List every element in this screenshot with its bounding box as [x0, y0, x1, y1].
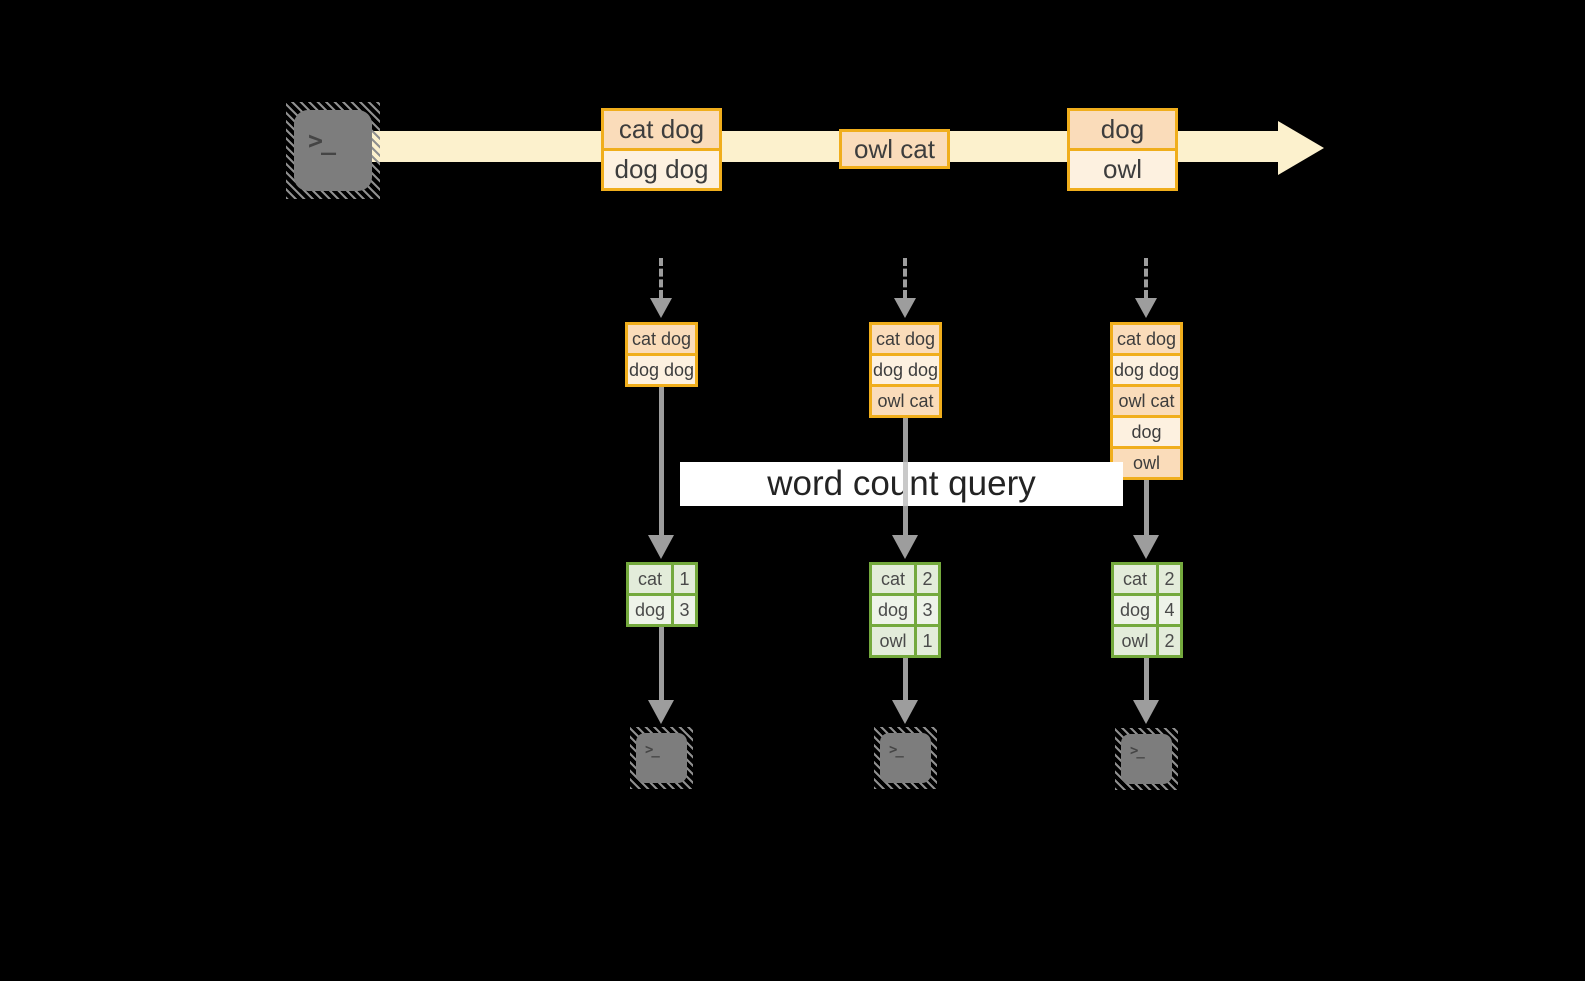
count-cell: 2: [1156, 627, 1180, 655]
word-cell: cat: [1114, 565, 1156, 593]
terminal-output-icon-2: >_: [874, 727, 937, 789]
batch-row: dog dog: [872, 353, 939, 384]
batch-row: owl cat: [1113, 384, 1180, 415]
terminal-output-icon-1: >_: [630, 727, 693, 789]
arrowhead-icon: [1135, 298, 1157, 318]
prompt-glyph: >_: [1130, 743, 1145, 759]
arrowhead-icon: [648, 535, 674, 559]
stream-event-box-3: dog owl: [1067, 108, 1178, 191]
query-label: word count query: [767, 464, 1036, 503]
terminal-screen: >_: [636, 733, 687, 783]
table-row: cat 2: [1114, 565, 1180, 593]
terminal-source-icon: >_: [286, 102, 380, 199]
count-cell: 2: [914, 565, 938, 593]
arrowhead-icon: [650, 298, 672, 318]
count-table-3: cat 2 dog 4 owl 2: [1111, 562, 1183, 658]
arrowhead-icon: [892, 700, 918, 724]
connector-line: [659, 387, 664, 535]
prompt-glyph: >_: [308, 126, 336, 155]
count-cell: 3: [914, 596, 938, 624]
count-cell: 4: [1156, 596, 1180, 624]
stream-arrowhead-icon: [1278, 121, 1324, 175]
stream-event-box-2: owl cat: [839, 129, 950, 169]
count-cell: 1: [671, 565, 695, 593]
table-row: dog 3: [629, 593, 695, 624]
dashed-down-arrow-icon: [1135, 258, 1157, 318]
stream-event: cat dog: [604, 111, 719, 148]
word-cell: dog: [629, 596, 671, 624]
terminal-screen: >_: [1121, 734, 1172, 784]
batch-row: owl: [1113, 446, 1180, 477]
connector-line: [659, 627, 664, 700]
word-cell: cat: [629, 565, 671, 593]
table-row: cat 2: [872, 565, 938, 593]
micro-batch-stack-3: cat dog dog dog owl cat dog owl: [1110, 322, 1183, 480]
arrowhead-icon: [894, 298, 916, 318]
connector-line: [1144, 658, 1149, 700]
connector-line: [903, 658, 908, 700]
table-row: dog 3: [872, 593, 938, 624]
count-cell: 1: [914, 627, 938, 655]
count-cell: 3: [671, 596, 695, 624]
arrowhead-icon: [648, 700, 674, 724]
batch-row: owl cat: [872, 384, 939, 415]
table-row: dog 4: [1114, 593, 1180, 624]
arrowhead-icon: [892, 535, 918, 559]
prompt-glyph: >_: [889, 742, 904, 758]
terminal-output-icon-3: >_: [1115, 728, 1178, 790]
count-table-2: cat 2 dog 3 owl 1: [869, 562, 941, 658]
dashed-line: [903, 258, 907, 298]
micro-batch-stack-2: cat dog dog dog owl cat: [869, 322, 942, 418]
terminal-screen: >_: [880, 733, 931, 783]
batch-row: dog dog: [1113, 353, 1180, 384]
connector-line-through-label: [903, 462, 908, 506]
arrowhead-icon: [1133, 535, 1159, 559]
word-cell: dog: [1114, 596, 1156, 624]
terminal-screen: >_: [294, 110, 372, 191]
stream-event: owl: [1070, 148, 1175, 188]
micro-batch-stack-1: cat dog dog dog: [625, 322, 698, 387]
table-row: owl 1: [872, 624, 938, 655]
batch-row: cat dog: [872, 325, 939, 353]
word-cell: dog: [872, 596, 914, 624]
count-cell: 2: [1156, 565, 1180, 593]
arrowhead-icon: [1133, 700, 1159, 724]
dashed-down-arrow-icon: [650, 258, 672, 318]
batch-row: cat dog: [628, 325, 695, 353]
dashed-line: [659, 258, 663, 298]
prompt-glyph: >_: [645, 742, 660, 758]
stream-event: dog dog: [604, 148, 719, 188]
table-row: cat 1: [629, 565, 695, 593]
query-label-box: word count query: [680, 462, 1123, 506]
dashed-down-arrow-icon: [894, 258, 916, 318]
dashed-line: [1144, 258, 1148, 298]
word-cell: cat: [872, 565, 914, 593]
stream-event-box-1: cat dog dog dog: [601, 108, 722, 191]
batch-row: dog: [1113, 415, 1180, 446]
stream-event: dog: [1070, 111, 1175, 148]
batch-row: cat dog: [1113, 325, 1180, 353]
connector-line: [1144, 480, 1149, 535]
stream-event: owl cat: [842, 132, 947, 166]
word-cell: owl: [872, 627, 914, 655]
batch-row: dog dog: [628, 353, 695, 384]
word-cell: owl: [1114, 627, 1156, 655]
count-table-1: cat 1 dog 3: [626, 562, 698, 627]
table-row: owl 2: [1114, 624, 1180, 655]
